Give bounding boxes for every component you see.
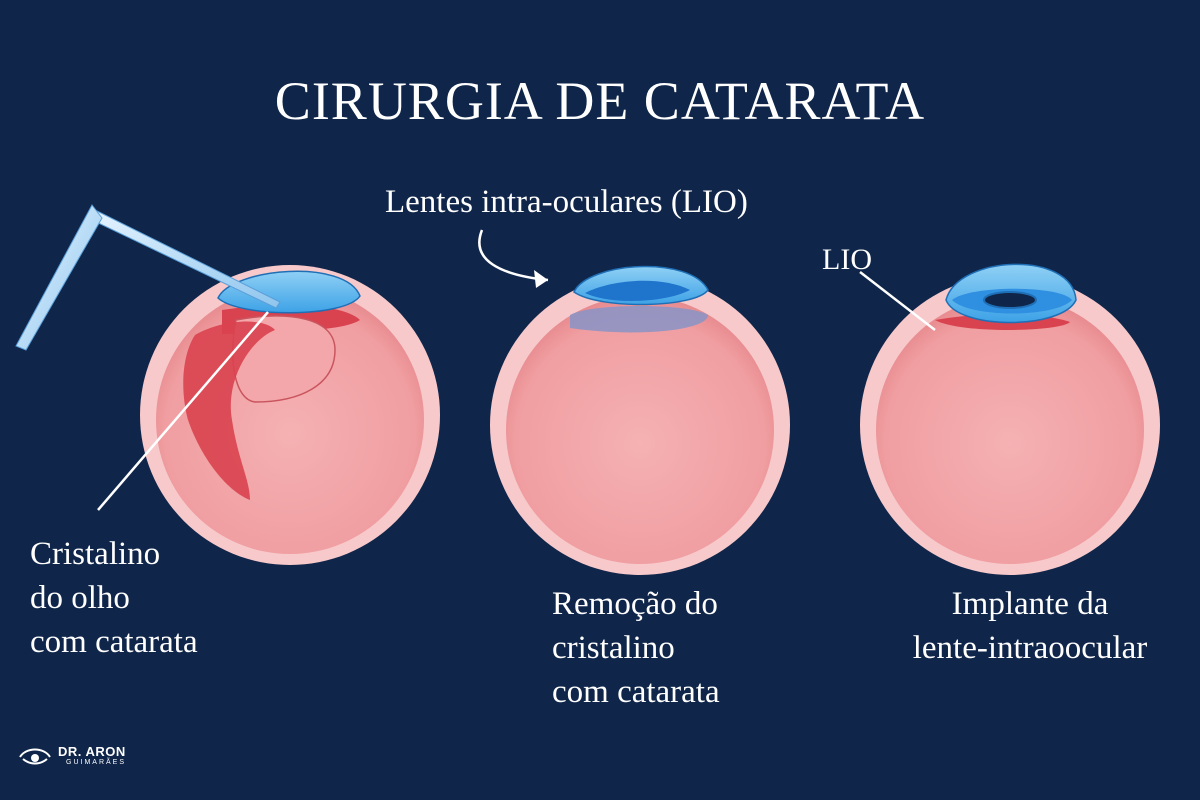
lio-arrow-path: [478, 229, 549, 282]
label-step-2-line: Remoção do: [552, 586, 718, 622]
eye-1-cataract: [15, 204, 440, 565]
label-step-1-line: Cristalino: [30, 536, 161, 572]
logo: DR. ARON GUIMARÃES: [18, 745, 126, 767]
eye-3-globe: [876, 296, 1144, 564]
label-lio: LIO: [822, 243, 872, 276]
label-step-2: Remoção do cristalino com catarata: [552, 582, 720, 714]
label-step-1-line: do olho: [30, 580, 130, 616]
eye-1-pointer-line: [97, 311, 269, 511]
eye-2-globe: [506, 296, 774, 564]
label-step-3-line: lente-intraoocular: [912, 630, 1148, 666]
label-step-3-line: Implante da: [951, 586, 1109, 622]
lio-arrow-head: [534, 270, 548, 288]
surgical-probe-shaft: [91, 209, 281, 309]
label-step-2-line: com catarata: [552, 674, 720, 710]
diagram-title: CIRURGIA DE CATARATA: [274, 71, 926, 131]
label-lentes-intraoculares: Lentes intra-oculares (LIO): [385, 184, 748, 220]
eye-3-pointer-line: [859, 271, 936, 331]
eye-2-lens-core: [585, 280, 690, 301]
label-step-1: Cristalino do olho com catarata: [30, 532, 198, 664]
eye-3-lio-center: [983, 291, 1037, 309]
eye-1-cornea: [217, 270, 361, 314]
label-step-1-line: com catarata: [30, 624, 198, 660]
logo-name: DR. ARON: [58, 744, 126, 759]
eye-2-removal: [478, 229, 790, 575]
label-step-2-line: cristalino: [552, 630, 675, 666]
surgical-probe-handle: [15, 204, 103, 351]
eye-logo-icon: [19, 748, 51, 765]
eye-1-cataract-crescent: [183, 321, 275, 500]
eye-2-lens-capsule: [570, 306, 708, 333]
label-step-3: Implante da lente-intraoocular: [880, 582, 1180, 670]
logo-sub: GUIMARÃES: [66, 759, 127, 766]
eye-3-implant: [859, 263, 1160, 575]
